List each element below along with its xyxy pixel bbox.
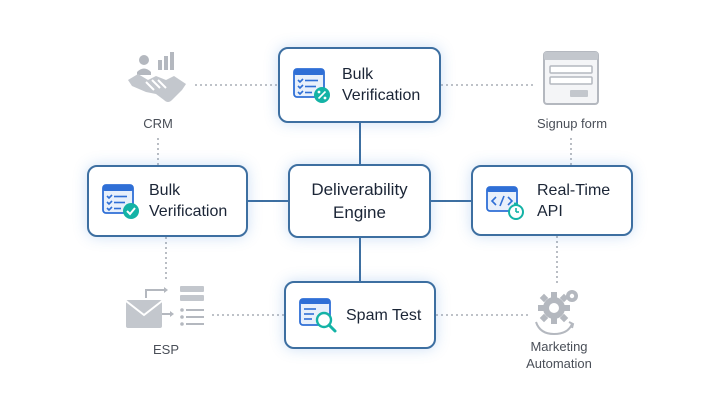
label-line-2: Engine: [333, 203, 386, 222]
marketing-automation-label: Marketing Automation: [504, 338, 614, 372]
label-line-1: Deliverability: [311, 180, 408, 199]
deliverability-engine-card[interactable]: Deliverability Engine: [288, 164, 431, 238]
search-window-icon: [299, 298, 337, 333]
label-line-2: Verification: [149, 203, 228, 220]
form-window-icon: [543, 51, 599, 105]
label-line-2: Verification: [342, 87, 421, 104]
esp-label: ESP: [152, 342, 179, 357]
handshake-chart-icon: [128, 52, 186, 102]
signup-form-label: Signup form: [536, 116, 608, 131]
bulk-verification-check-icon: [102, 184, 139, 219]
code-window-timer-icon: [486, 185, 524, 220]
bulk-verification-card-top[interactable]: Bulk Verification: [278, 47, 441, 123]
label-line-2: API: [537, 202, 563, 220]
real-time-api-label: Real-Time API: [537, 180, 610, 222]
bulk-verification-card-left[interactable]: Bulk Verification: [87, 165, 248, 237]
bulk-verification-left-label: Bulk Verification: [149, 180, 227, 222]
label-line-1: Bulk: [342, 66, 374, 83]
gears-cycle-icon: [535, 290, 578, 336]
label-line-1: Marketing: [530, 339, 588, 354]
deliverability-engine-label: Deliverability Engine: [311, 178, 407, 224]
envelope-list-icon: [125, 286, 204, 328]
spam-test-card[interactable]: Spam Test: [284, 281, 436, 349]
label-line-1: Bulk: [149, 182, 181, 199]
bulk-verification-top-label: Bulk Verification: [342, 64, 420, 106]
real-time-api-card[interactable]: Real-Time API: [471, 165, 633, 236]
spam-test-label: Spam Test: [346, 306, 422, 324]
label-line-1: Real-Time: [537, 181, 611, 199]
crm-label: CRM: [143, 116, 173, 131]
bulk-verification-percent-icon: [293, 68, 330, 103]
label-line-2: Automation: [526, 356, 592, 371]
